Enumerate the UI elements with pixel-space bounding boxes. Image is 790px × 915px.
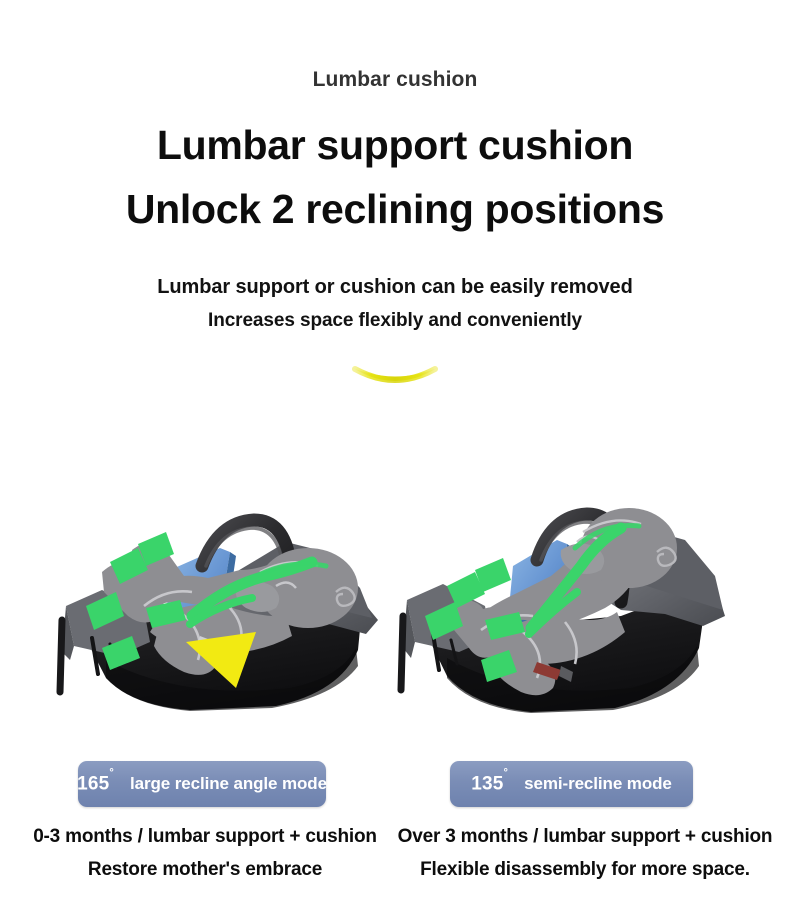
page-subtitle: Unlock 2 reclining positions: [125, 186, 665, 232]
page-title: Lumbar support cushion: [156, 122, 634, 168]
caption-left-line-2: Restore mother's embrace: [87, 859, 323, 880]
feature-description-line-1: Lumbar support or cushion can be easily …: [157, 276, 633, 298]
caption-right-line-1: Over 3 months / lumbar support + cushion: [397, 826, 773, 847]
eyebrow-label: Lumbar cushion: [312, 68, 478, 91]
badge-recline-mode-135[interactable]: 135° semi-recline mode: [450, 761, 693, 807]
badge-recline-mode-165[interactable]: 165° large recline angle mode: [77, 761, 327, 807]
illustration-semi-recline: [397, 507, 725, 713]
badge-mode-label: large recline angle mode: [129, 774, 327, 793]
degree-symbol: °: [503, 766, 509, 779]
degree-symbol: °: [109, 766, 114, 779]
badge-angle-value: 135°: [471, 766, 509, 795]
caption-left-line-1: 0-3 months / lumbar support + cushion: [33, 826, 377, 847]
caption-right-line-2: Flexible disassembly for more space.: [420, 859, 750, 880]
badge-mode-label: semi-recline mode: [524, 774, 672, 793]
smile-arc-icon: [352, 366, 438, 383]
badge-angle-value: 165°: [77, 766, 114, 795]
illustration-large-recline: [56, 513, 378, 711]
feature-description-line-2: Increases space flexibly and convenientl…: [208, 310, 582, 331]
